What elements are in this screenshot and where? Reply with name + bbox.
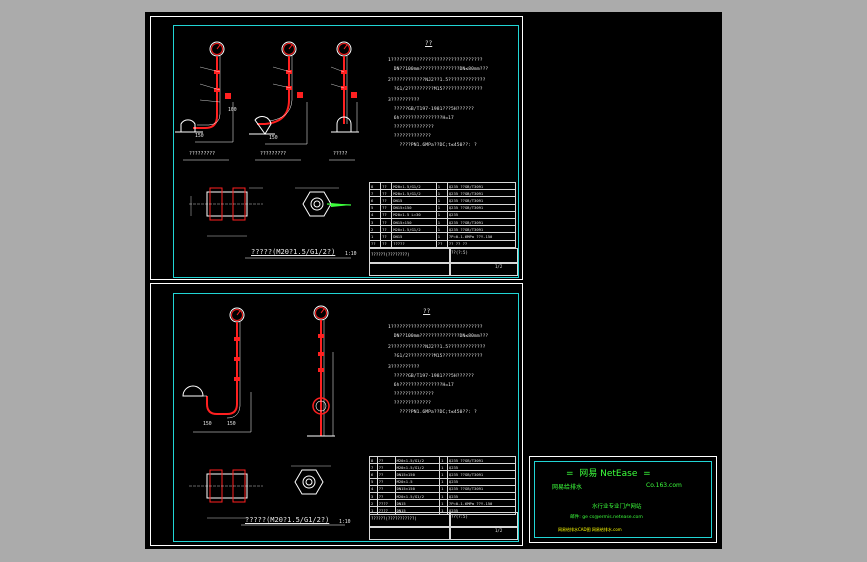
note-line: 2????????????NJ2??1.5????????????? — [388, 78, 486, 83]
fitting-scale: 1:10 — [345, 252, 357, 257]
note-line: ?????????????? — [388, 392, 434, 397]
dim-label: 150 — [195, 134, 204, 139]
note-line: ?G1/2?????????M15?????????????? — [388, 354, 483, 359]
logo-left-text: 网易给排水 — [552, 484, 583, 491]
sheet-2-border — [173, 293, 519, 542]
notes-title-2: ?? — [423, 308, 431, 315]
note-line: ?????????????? — [388, 125, 434, 130]
block-sheet-number: 1/2 — [495, 528, 503, 533]
logo-right-text: Co.163.com — [646, 482, 682, 489]
assembly-caption-c: ????? — [333, 152, 348, 157]
gauge-assembly-d — [182, 307, 252, 433]
table-header-row: ????????????? ?? ?? — [368, 239, 517, 248]
dim-label: 150 — [203, 422, 212, 427]
fitting-section-view — [189, 187, 263, 237]
fitting-scale-2: 1:10 — [339, 520, 351, 525]
drawing-viewport[interactable]: 150 150 100 ????????? ????????? ????? ??… — [145, 12, 722, 549]
netease-logo-block: = 网易 NetEase = 网易给排水 Co.163.com 水行业专业门户网… — [529, 456, 717, 543]
logo-title: = 网易 NetEase = — [566, 469, 651, 479]
fitting-title: ?????(M20?1.5/G1/2?) — [251, 248, 336, 256]
block-scale: ??(?:5) — [451, 514, 468, 519]
assembly-caption-b: ????????? — [260, 152, 286, 157]
note-line: 3?????????? — [388, 365, 420, 370]
pressure-gauge-assembly-2 — [182, 305, 345, 526]
note-line: 1???????????????????????????????? — [388, 325, 483, 330]
gauge-assembly-e — [307, 305, 335, 437]
note-line: ?????GB/T197-1981???5H?????? — [388, 374, 474, 379]
drawing-sheet-1 — [150, 16, 523, 280]
logo-inner-frame — [534, 461, 712, 538]
logo-line-3: 网易给排水CAD图 网易给排水.com — [558, 527, 622, 532]
note-line: ????PN1.6MPa??DC;t≤450??: ? — [388, 143, 477, 148]
note-line: ????????????? — [388, 401, 431, 406]
pressure-gauge-assembly-1 — [175, 41, 359, 259]
dim-label: 100 — [228, 108, 237, 113]
note-line: 6h???????????????H=17 — [388, 116, 454, 121]
dim-label: 150 — [269, 136, 278, 141]
fitting-hex-view-2 — [291, 465, 331, 495]
notes-title: ?? — [425, 40, 433, 47]
fitting-hex-view — [295, 187, 352, 217]
drawing-sheet-2 — [150, 283, 523, 546]
note-line: DN??100mm??????????????DN≤80mm??? — [388, 334, 489, 339]
block-title: ??????(????????) — [371, 252, 410, 257]
note-line: ????????????? — [388, 134, 431, 139]
note-line: 1???????????????????????????????? — [388, 58, 483, 63]
note-line: ?G1/2?????????M15?????????????? — [388, 87, 483, 92]
block-scale: ??(?:5) — [451, 250, 468, 255]
gauge-assembly-a — [175, 41, 234, 143]
block-sheet-number: 1/2 — [495, 264, 503, 269]
note-line: 6h???????????????H=17 — [388, 383, 454, 388]
gauge-assembly-c — [330, 41, 359, 133]
gauge-assembly-b — [249, 41, 308, 145]
title-block-divider — [369, 262, 518, 264]
title-block-divider — [449, 248, 451, 276]
title-block-divider — [369, 526, 518, 528]
logo-line-1: 水行业专业门户网站 — [592, 504, 642, 510]
assembly-caption-a: ????????? — [189, 152, 215, 157]
dim-label: 150 — [227, 422, 236, 427]
logo-line-2: 邮件: ge cs@ermis.netease.com — [570, 515, 643, 520]
fitting-title-2: ?????(M20?1.5/G1/2?) — [245, 516, 330, 524]
note-line: ?????GB/T197-1981???5H?????? — [388, 107, 474, 112]
title-block-divider — [449, 512, 451, 540]
fitting-section-view-2 — [189, 469, 263, 519]
note-line: 3?????????? — [388, 98, 420, 103]
note-line: 2????????????NJ2??1.5????????????? — [388, 345, 486, 350]
note-line: ????PN1.6MPa??DC;t≤450??: ? — [388, 410, 477, 415]
note-line: DN??100mm??????????????DN≤80mm??? — [388, 67, 489, 72]
block-title: ??????(???????????) — [371, 516, 417, 521]
sheet-1-border — [173, 25, 519, 278]
